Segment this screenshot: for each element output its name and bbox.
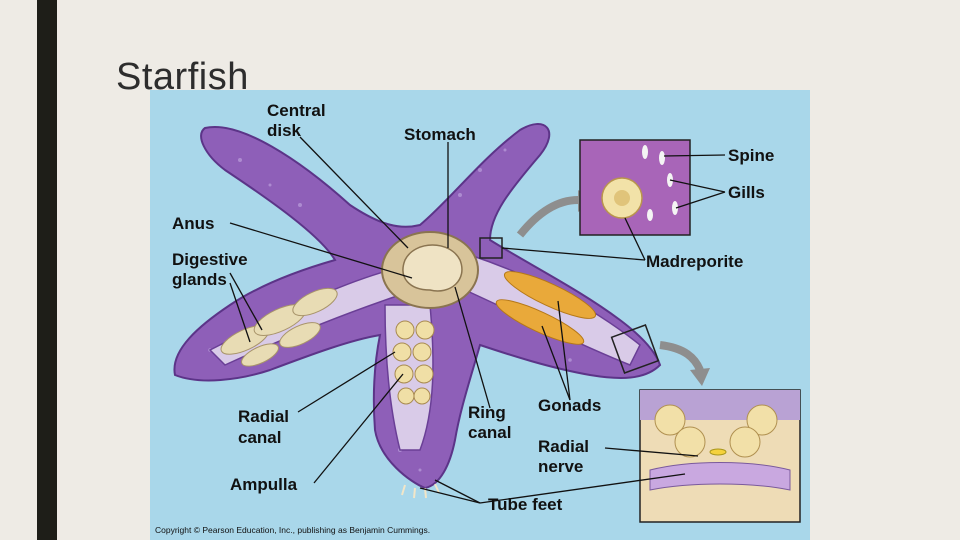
digestive-glands [220,287,338,367]
label-ring-canal-1: Ring [468,403,506,422]
label-radial-nerve-2: nerve [538,457,583,476]
leader-lines [229,136,726,504]
slide-title: Starfish [116,56,249,98]
label-gills: Gills [728,183,765,202]
label-stomach: Stomach [404,125,476,144]
inset-arrow-top [516,196,579,238]
label-gonads: Gonads [538,396,601,415]
copyright-notice: Copyright © Pearson Education, Inc., pub… [155,525,430,535]
label-central-disk-1: Central [267,101,326,120]
svg-text:Central: Central [267,101,326,120]
label-anus: Anus [172,214,215,233]
label-digestive-glands-2: glands [172,270,227,289]
ampullae [392,320,435,405]
label-radial-nerve-1: Radial [538,437,589,456]
stomach [402,244,463,292]
slide-left-bar [37,0,57,540]
label-radial-canal-2: canal [238,428,281,447]
label-spine: Spine [728,146,774,165]
inset-cross-section [639,389,801,523]
inset-arrow-bottom [659,341,704,372]
label-tube-feet: Tube feet [488,495,563,514]
tube-feet-marker [610,324,660,374]
label-madreporite: Madreporite [646,252,743,271]
starfish-diagram: Central disk Stomach Anus Digestive glan… [150,90,810,540]
inset-surface [579,139,691,236]
label-radial-canal-1: Radial [238,407,289,426]
label-central-disk-2: disk [267,121,302,140]
label-ampulla: Ampulla [230,475,298,494]
label-ring-canal-2: canal [468,423,511,442]
label-digestive-glands-1: Digestive [172,250,248,269]
